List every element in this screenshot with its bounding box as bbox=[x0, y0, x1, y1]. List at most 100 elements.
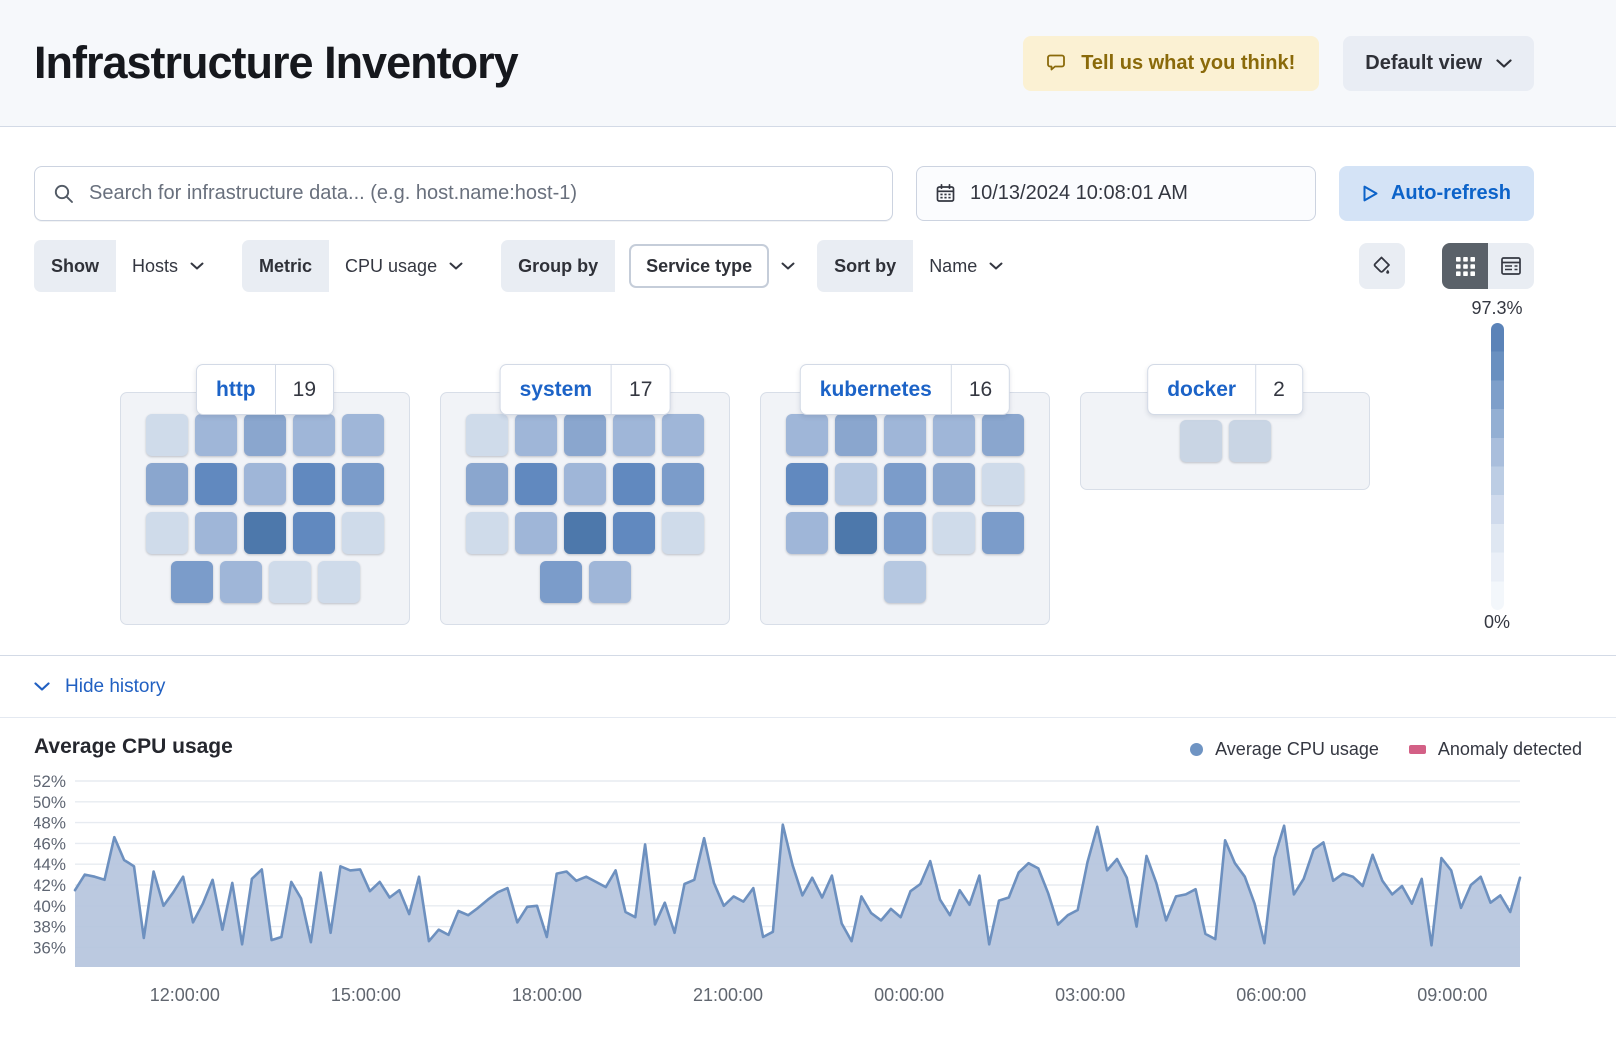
host-tile[interactable] bbox=[613, 414, 655, 456]
group-name-link[interactable]: http bbox=[215, 377, 256, 401]
host-tile[interactable] bbox=[613, 512, 655, 554]
host-tile[interactable] bbox=[244, 512, 286, 554]
host-tile[interactable] bbox=[515, 463, 557, 505]
color-palette-button[interactable] bbox=[1359, 243, 1405, 289]
host-tile[interactable] bbox=[293, 414, 335, 456]
host-tile[interactable] bbox=[195, 512, 237, 554]
host-tile[interactable] bbox=[244, 414, 286, 456]
host-tile[interactable] bbox=[982, 414, 1024, 456]
host-tile[interactable] bbox=[170, 561, 213, 603]
host-tile[interactable] bbox=[564, 512, 606, 554]
show-label: Show bbox=[34, 240, 116, 292]
group-name-link[interactable]: docker bbox=[1167, 377, 1237, 401]
svg-text:06:00:00: 06:00:00 bbox=[1236, 985, 1306, 1005]
host-tile[interactable] bbox=[195, 414, 237, 456]
show-dropdown[interactable]: Hosts bbox=[116, 240, 221, 292]
host-tile[interactable] bbox=[588, 561, 631, 603]
host-tile[interactable] bbox=[146, 512, 188, 554]
host-tile[interactable] bbox=[835, 463, 877, 505]
speech-bubble-icon bbox=[1047, 53, 1069, 73]
color-scale-bar bbox=[1490, 323, 1504, 610]
host-tile[interactable] bbox=[564, 463, 606, 505]
view-selector-button[interactable]: Default view bbox=[1343, 35, 1534, 91]
feedback-button[interactable]: Tell us what you think! bbox=[1023, 35, 1320, 91]
host-tile[interactable] bbox=[835, 414, 877, 456]
host-tile[interactable] bbox=[613, 463, 655, 505]
host-tile[interactable] bbox=[466, 414, 508, 456]
host-tile[interactable] bbox=[786, 512, 828, 554]
metric-control: Metric CPU usage bbox=[242, 240, 480, 292]
sort-by-dropdown[interactable]: Name bbox=[913, 240, 1020, 292]
host-tile[interactable] bbox=[317, 561, 360, 603]
host-tile[interactable] bbox=[662, 463, 704, 505]
host-tile[interactable] bbox=[466, 512, 508, 554]
waffle-view-toggle[interactable] bbox=[1442, 243, 1488, 289]
sort-by-label: Sort by bbox=[817, 240, 914, 292]
search-input[interactable] bbox=[89, 182, 874, 205]
table-view-toggle[interactable] bbox=[1488, 243, 1534, 289]
chevron-down-icon bbox=[190, 262, 204, 270]
host-tile[interactable] bbox=[466, 463, 508, 505]
host-tile[interactable] bbox=[146, 414, 188, 456]
host-tile[interactable] bbox=[195, 463, 237, 505]
history-toggle-row: Hide history bbox=[0, 655, 1616, 718]
host-tile[interactable] bbox=[342, 512, 384, 554]
host-tile[interactable] bbox=[146, 463, 188, 505]
host-tile[interactable] bbox=[982, 512, 1024, 554]
auto-refresh-button[interactable]: Auto-refresh bbox=[1339, 166, 1534, 221]
host-tile[interactable] bbox=[244, 463, 286, 505]
host-tile[interactable] bbox=[342, 414, 384, 456]
host-tile[interactable] bbox=[835, 512, 877, 554]
legend-rect-swatch bbox=[1408, 745, 1426, 754]
svg-text:52%: 52% bbox=[34, 772, 66, 791]
date-picker-button[interactable]: 10/13/2024 10:08:01 AM bbox=[916, 166, 1316, 221]
host-tile[interactable] bbox=[662, 414, 704, 456]
tile-row bbox=[761, 414, 1049, 456]
host-tile[interactable] bbox=[786, 463, 828, 505]
host-tile[interactable] bbox=[564, 414, 606, 456]
chart-title: Average CPU usage bbox=[34, 735, 233, 758]
host-tile[interactable] bbox=[786, 414, 828, 456]
metric-dropdown[interactable]: CPU usage bbox=[329, 240, 480, 292]
svg-text:12:00:00: 12:00:00 bbox=[150, 985, 220, 1005]
host-tile[interactable] bbox=[293, 512, 335, 554]
host-tile[interactable] bbox=[1179, 420, 1222, 462]
legend-item[interactable]: Anomaly detected bbox=[1408, 739, 1582, 760]
host-tile[interactable] bbox=[982, 463, 1024, 505]
layout-toggle bbox=[1442, 243, 1534, 289]
host-tile[interactable] bbox=[662, 512, 704, 554]
group-name-link[interactable]: system bbox=[519, 377, 593, 401]
host-tile[interactable] bbox=[933, 512, 975, 554]
host-tile[interactable] bbox=[515, 414, 557, 456]
group-name-link[interactable]: kubernetes bbox=[819, 377, 932, 401]
host-tile[interactable] bbox=[933, 463, 975, 505]
host-tile[interactable] bbox=[884, 561, 926, 603]
host-tile[interactable] bbox=[539, 561, 582, 603]
svg-text:42%: 42% bbox=[34, 876, 66, 895]
legend-label: Anomaly detected bbox=[1437, 739, 1582, 759]
host-tile[interactable] bbox=[933, 414, 975, 456]
host-tile[interactable] bbox=[219, 561, 262, 603]
host-tile[interactable] bbox=[515, 512, 557, 554]
tile-row bbox=[121, 463, 409, 505]
host-tile[interactable] bbox=[884, 463, 926, 505]
host-tile[interactable] bbox=[884, 512, 926, 554]
chevron-down-icon bbox=[1496, 58, 1512, 68]
host-tile[interactable] bbox=[293, 463, 335, 505]
host-tile[interactable] bbox=[342, 463, 384, 505]
tile-row bbox=[761, 561, 1049, 603]
grid-icon bbox=[1455, 256, 1475, 276]
legend-dot-swatch bbox=[1190, 743, 1204, 756]
play-icon bbox=[1362, 184, 1379, 203]
pill-divider bbox=[950, 365, 952, 414]
host-tile[interactable] bbox=[884, 414, 926, 456]
group-by-chip[interactable]: Service type bbox=[629, 244, 770, 288]
legend-item[interactable]: Average CPU usage bbox=[1190, 739, 1379, 760]
host-tile[interactable] bbox=[1228, 420, 1271, 462]
hide-history-button[interactable]: Hide history bbox=[34, 676, 165, 698]
group-by-dropdown[interactable] bbox=[781, 240, 795, 292]
host-tile[interactable] bbox=[268, 561, 311, 603]
